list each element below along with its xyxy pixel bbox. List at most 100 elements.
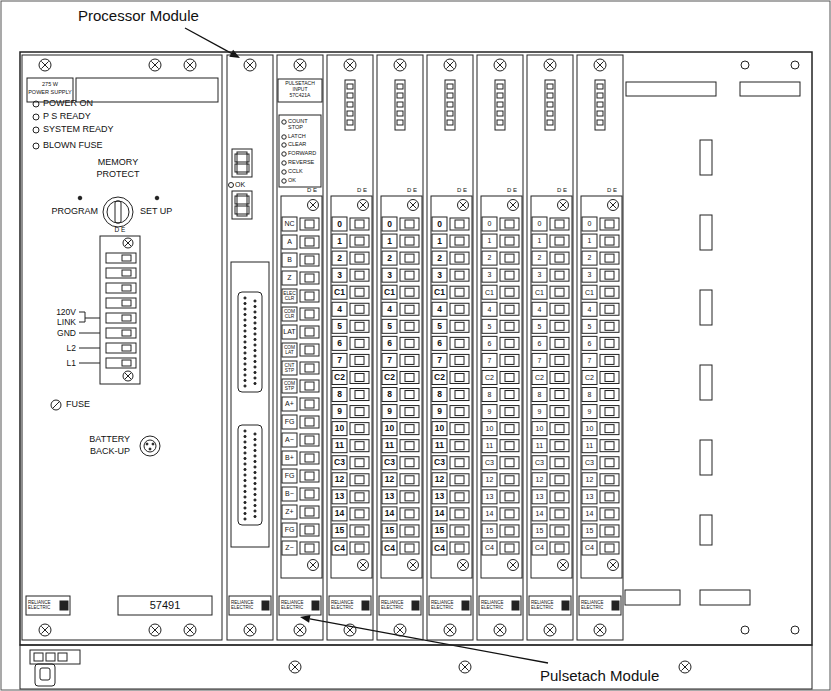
screw-slot bbox=[446, 626, 453, 633]
terminal-number: 2 bbox=[582, 254, 597, 261]
screw-head bbox=[494, 624, 506, 636]
screw-head bbox=[394, 624, 406, 636]
terminal-label-box bbox=[532, 473, 547, 487]
terminal-screw bbox=[605, 305, 614, 313]
brand-label: RELIANCE ELECTRIC bbox=[581, 601, 611, 610]
connector-pin bbox=[244, 374, 246, 376]
switch-position-label: PROGRAM bbox=[34, 207, 98, 216]
brand-label: RELIANCE ELECTRIC bbox=[431, 601, 461, 610]
terminal bbox=[350, 252, 369, 264]
terminal bbox=[500, 406, 519, 418]
terminal bbox=[500, 337, 519, 349]
terminal bbox=[600, 525, 619, 537]
terminal-label: B bbox=[282, 256, 297, 263]
screw-slot bbox=[546, 61, 553, 68]
connector-pin bbox=[244, 430, 246, 432]
terminal-label-box bbox=[532, 370, 547, 384]
screw-head bbox=[294, 59, 306, 71]
terminal bbox=[400, 423, 419, 435]
screw-head bbox=[508, 200, 519, 211]
terminal-number: 11 bbox=[332, 441, 347, 450]
terminal-screw bbox=[305, 400, 314, 408]
terminal-label-box bbox=[382, 405, 397, 419]
terminal-label-box bbox=[332, 473, 347, 487]
screw-head bbox=[344, 624, 356, 636]
terminal-number: C3 bbox=[582, 459, 597, 466]
terminal-label: ELEC CLR bbox=[282, 291, 297, 301]
terminal-screw bbox=[505, 442, 514, 450]
screw-hole bbox=[791, 61, 799, 69]
terminal-number: 14 bbox=[382, 509, 397, 518]
terminal-screw bbox=[555, 339, 564, 347]
terminal-screw bbox=[555, 493, 564, 501]
terminal-number: 9 bbox=[432, 407, 447, 416]
brand-badge bbox=[279, 596, 321, 615]
terminal bbox=[400, 337, 419, 349]
terminal-screw bbox=[605, 544, 614, 552]
terminal-number: C2 bbox=[382, 373, 397, 382]
screw-slot bbox=[310, 202, 317, 209]
screw-slot bbox=[410, 202, 417, 209]
terminal-label-box bbox=[332, 507, 347, 521]
terminal-screw bbox=[455, 493, 464, 501]
led bbox=[547, 120, 553, 125]
screw-slot bbox=[125, 373, 131, 379]
screw-head bbox=[608, 200, 619, 211]
battery-pin bbox=[149, 448, 151, 450]
led bbox=[447, 111, 453, 116]
connector-pin bbox=[254, 504, 256, 506]
terminal-screw bbox=[505, 527, 514, 535]
led bbox=[497, 111, 503, 116]
terminal-label-box bbox=[532, 388, 547, 402]
terminal bbox=[350, 303, 369, 315]
terminal-number: C4 bbox=[532, 544, 547, 551]
terminal-label-box bbox=[382, 336, 397, 350]
terminal bbox=[350, 218, 369, 230]
screw-slot bbox=[125, 240, 131, 246]
led-label: LATCH bbox=[288, 134, 322, 140]
screw-head bbox=[358, 200, 369, 211]
terminal-number: 7 bbox=[332, 356, 347, 365]
terminal-label-box bbox=[332, 251, 347, 265]
brand-badge bbox=[329, 596, 371, 615]
connector-pin bbox=[254, 322, 256, 324]
terminal-label-box bbox=[332, 490, 347, 504]
terminal-number: C3 bbox=[332, 458, 347, 467]
screw-head bbox=[294, 624, 306, 636]
terminal-screw bbox=[505, 305, 514, 313]
terminal bbox=[350, 406, 369, 418]
brand-label: RELIANCE ELECTRIC bbox=[481, 601, 511, 610]
terminal-label-box bbox=[282, 415, 297, 429]
connector-pin bbox=[244, 479, 246, 481]
screw-slot bbox=[186, 61, 193, 68]
terminal-label-box bbox=[482, 507, 497, 521]
led bbox=[497, 102, 503, 107]
terminal-label-box bbox=[432, 353, 447, 367]
terminal-label-box bbox=[582, 388, 597, 402]
terminal-screw bbox=[505, 254, 514, 262]
fuse-slot bbox=[53, 402, 60, 409]
terminal-number: 5 bbox=[482, 323, 497, 330]
terminal-screw bbox=[505, 510, 514, 518]
terminal bbox=[300, 326, 319, 338]
connector-pin-letters: D E bbox=[501, 187, 523, 193]
display-segment bbox=[237, 162, 247, 164]
terminal-number: 11 bbox=[582, 442, 597, 449]
terminal-screw bbox=[455, 408, 464, 416]
screw-slot bbox=[596, 626, 603, 633]
led-strip bbox=[545, 80, 555, 130]
connector-pin bbox=[254, 460, 256, 462]
slot-connector bbox=[625, 590, 680, 605]
connector-pin bbox=[244, 441, 246, 443]
terminal-screw bbox=[122, 300, 131, 306]
screw-slot bbox=[446, 61, 453, 68]
connector-pin bbox=[244, 363, 246, 365]
terminal-label: COM LAT bbox=[282, 345, 297, 355]
terminal-screw bbox=[555, 373, 564, 381]
terminal bbox=[400, 252, 419, 264]
terminal-screw bbox=[305, 454, 314, 462]
slot-connector bbox=[626, 82, 716, 96]
terminal-label-box bbox=[282, 523, 297, 537]
terminal-label-box bbox=[432, 490, 447, 504]
